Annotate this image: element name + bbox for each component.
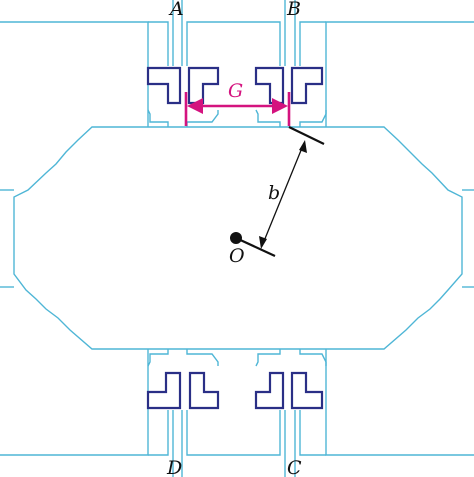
gap-arrowhead-left bbox=[187, 98, 203, 114]
gap-dimension bbox=[184, 92, 291, 126]
center-point bbox=[230, 232, 242, 244]
label-anchor-b: B bbox=[286, 0, 301, 20]
left-arm-outline bbox=[0, 21, 149, 456]
label-anchor-a: A bbox=[168, 0, 184, 20]
radius-arrowhead-top bbox=[299, 140, 307, 153]
bottom-anchor-right bbox=[255, 349, 327, 477]
label-anchor-d: D bbox=[166, 457, 182, 477]
pad-top-1 bbox=[146, 66, 182, 105]
pad-top-4 bbox=[290, 66, 324, 105]
pad-top-2 bbox=[187, 66, 220, 105]
label-center-o: O bbox=[229, 245, 245, 267]
radius-dimension bbox=[235, 126, 325, 257]
right-arm-outline bbox=[325, 21, 474, 456]
pad-top-3 bbox=[254, 66, 285, 105]
pad-bottom-3 bbox=[254, 371, 285, 410]
bottom-pads bbox=[146, 371, 324, 410]
label-anchor-c: C bbox=[287, 457, 302, 477]
bottom-anchor-left bbox=[147, 349, 219, 477]
pad-bottom-4 bbox=[290, 371, 324, 410]
label-radius-b: b bbox=[268, 182, 280, 204]
pad-bottom-1 bbox=[146, 371, 182, 410]
gap-arrowhead-right bbox=[272, 98, 288, 114]
pad-bottom-2 bbox=[188, 371, 220, 410]
top-anchor-right bbox=[255, 0, 327, 127]
label-gap-g: G bbox=[228, 80, 243, 102]
central-plate-outline bbox=[13, 126, 463, 350]
radius-arrowhead-bottom bbox=[259, 236, 267, 249]
top-pads bbox=[146, 66, 324, 105]
